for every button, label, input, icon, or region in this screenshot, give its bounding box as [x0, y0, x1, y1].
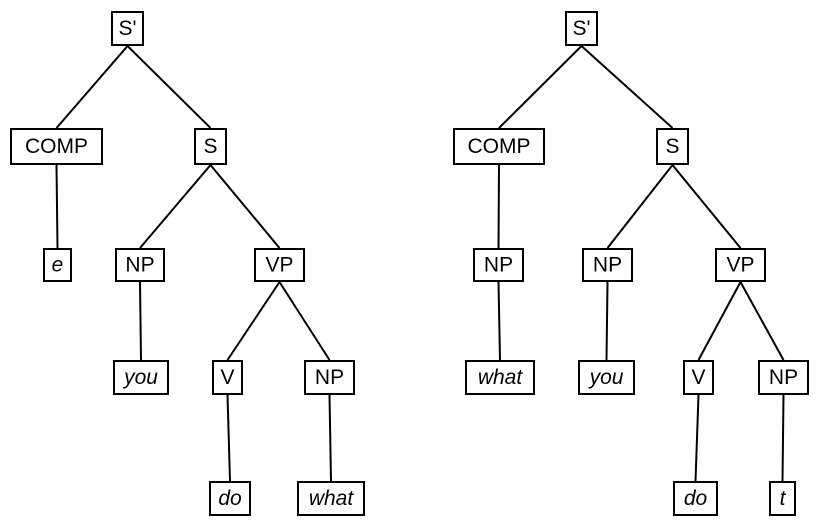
tree-node-R-do[interactable]: do: [673, 481, 718, 516]
node-box-R-S: [656, 128, 689, 165]
node-label-L-you: you: [122, 366, 158, 389]
node-label-R-NP0: NP: [484, 254, 513, 277]
node-box-R-you: [578, 360, 635, 395]
tree-node-R-COMP[interactable]: COMP: [453, 128, 545, 165]
node-box-R-VP: [715, 248, 766, 282]
node-label-L-Sbar: S': [118, 17, 136, 40]
node-box-L-V: [212, 360, 243, 395]
node-box-L-VP: [254, 248, 305, 282]
tree-edge-L-VP-to-L-NP2: [278, 281, 331, 361]
node-box-L-you: [113, 360, 169, 395]
node-label-L-V: V: [220, 366, 234, 389]
tree-edge-L-NP2-to-L-what: [328, 394, 332, 482]
tree-node-L-what[interactable]: what: [297, 481, 365, 516]
tree-node-R-you[interactable]: you: [578, 360, 635, 395]
node-label-L-what: what: [309, 487, 355, 510]
tree-edge-R-V-to-R-do: [694, 394, 700, 482]
node-box-R-NP2: [758, 360, 809, 395]
node-label-R-do: do: [684, 487, 708, 510]
right-tree-nodes: S' COMP S NP NP VP what you V NP do t: [453, 11, 809, 516]
tree-edge-R-Sbar-to-R-COMP: [498, 45, 583, 129]
node-box-R-V: [683, 360, 714, 395]
node-box-R-do: [673, 481, 718, 516]
tree-node-R-NP2[interactable]: NP: [758, 360, 809, 395]
node-label-R-t: t: [780, 487, 787, 510]
tree-edge-L-COMP-to-L-e: [55, 164, 59, 249]
node-label-R-you: you: [588, 366, 624, 389]
node-label-L-NP2: NP: [315, 366, 344, 389]
node-label-L-do: do: [218, 487, 242, 510]
node-box-R-Sbar: [565, 11, 598, 46]
tree-node-L-you[interactable]: you: [113, 360, 169, 395]
node-label-R-S: S: [665, 135, 679, 158]
tree-node-R-NP1[interactable]: NP: [582, 248, 633, 282]
tree-node-R-VP[interactable]: VP: [715, 248, 766, 282]
node-label-R-NP2: NP: [769, 366, 798, 389]
tree-node-L-NP1[interactable]: NP: [115, 248, 165, 282]
tree-edge-R-VP-to-R-NP2: [739, 281, 785, 361]
tree-node-L-e[interactable]: e: [43, 248, 72, 282]
tree-node-R-S[interactable]: S: [656, 128, 689, 165]
node-box-L-Sbar: [111, 11, 144, 46]
tree-edge-R-COMP-to-R-NP0: [497, 164, 500, 249]
tree-edge-L-VP-to-L-V: [226, 281, 281, 361]
tree-edge-L-S-to-L-NP1: [139, 164, 212, 249]
node-box-R-COMP: [453, 128, 545, 165]
tree-node-R-Sbar[interactable]: S': [565, 11, 598, 46]
tree-node-R-t[interactable]: t: [769, 481, 796, 516]
tree-edge-R-NP0-to-R-what: [497, 281, 501, 361]
tree-node-R-NP0[interactable]: NP: [473, 248, 524, 282]
tree-edge-R-Sbar-to-R-S: [580, 45, 674, 129]
tree-edge-L-Sbar-to-L-COMP: [55, 45, 129, 129]
tree-node-L-do[interactable]: do: [209, 481, 251, 516]
node-label-R-V: V: [691, 366, 705, 389]
node-label-R-NP1: NP: [593, 254, 622, 277]
tree-node-L-V[interactable]: V: [212, 360, 243, 395]
node-label-R-Sbar: S': [572, 17, 590, 40]
node-box-L-NP1: [115, 248, 165, 282]
tree-edge-R-S-to-R-VP: [671, 164, 742, 249]
node-box-L-do: [209, 481, 251, 516]
right-tree-edges: [497, 45, 785, 482]
tree-edge-L-NP1-to-L-you: [139, 281, 142, 361]
node-box-L-COMP: [10, 128, 103, 165]
tree-edge-R-VP-to-R-V: [697, 281, 742, 361]
tree-node-L-NP2[interactable]: NP: [304, 360, 355, 395]
tree-edge-R-S-to-R-NP1: [606, 164, 674, 249]
node-label-L-VP: VP: [265, 254, 293, 277]
node-box-L-what: [297, 481, 365, 516]
tree-node-L-VP[interactable]: VP: [254, 248, 305, 282]
node-label-L-S: S: [203, 135, 217, 158]
tree-node-R-V[interactable]: V: [683, 360, 714, 395]
tree-node-L-COMP[interactable]: COMP: [10, 128, 103, 165]
tree-edge-R-NP1-to-R-you: [605, 281, 609, 361]
tree-edge-L-V-to-L-do: [226, 394, 231, 482]
tree-node-L-Sbar[interactable]: S': [111, 11, 144, 46]
left-tree-edges: [55, 45, 332, 482]
node-box-L-NP2: [304, 360, 355, 395]
node-label-L-COMP: COMP: [25, 135, 88, 158]
node-box-R-NP0: [473, 248, 524, 282]
node-label-R-what: what: [478, 366, 524, 389]
node-box-L-S: [194, 128, 227, 165]
node-label-L-e: e: [52, 254, 64, 277]
tree-node-R-what[interactable]: what: [465, 360, 535, 395]
node-box-L-e: [43, 248, 72, 282]
node-label-R-VP: VP: [726, 254, 754, 277]
edges-layer: [55, 45, 785, 482]
node-box-R-what: [465, 360, 535, 395]
tree-node-L-S[interactable]: S: [194, 128, 227, 165]
node-box-R-t: [769, 481, 796, 516]
tree-edge-L-S-to-L-VP: [209, 164, 281, 249]
node-label-R-COMP: COMP: [468, 135, 531, 158]
tree-edge-R-NP2-to-R-t: [781, 394, 785, 482]
node-box-R-NP1: [582, 248, 633, 282]
node-label-L-NP1: NP: [125, 254, 154, 277]
tree-edge-L-Sbar-to-L-S: [126, 45, 212, 129]
